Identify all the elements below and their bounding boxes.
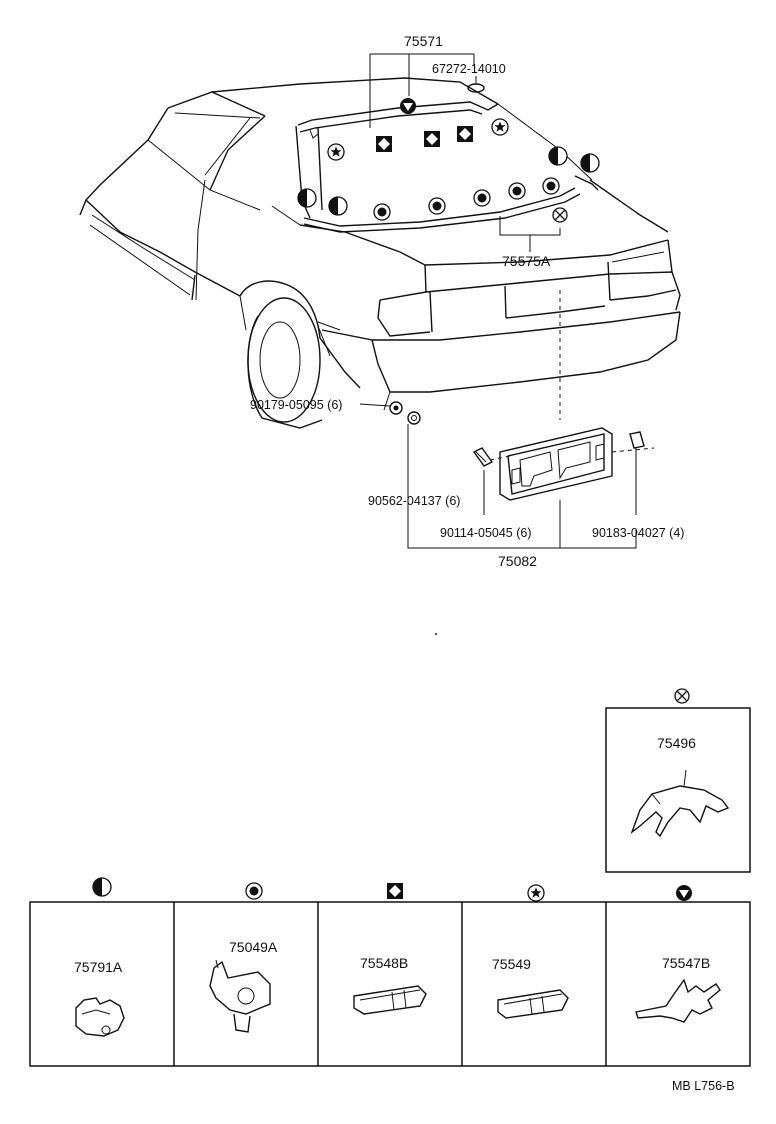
inset-75496: 75496 <box>605 688 751 873</box>
diamond-in-square-icon <box>376 136 392 152</box>
label-75548B: 75548B <box>360 955 408 971</box>
diamond-in-square-icon <box>424 131 440 147</box>
label-75496: 75496 <box>657 735 696 751</box>
dotted-circle-icon <box>373 203 391 221</box>
half-filled-circle-icon <box>297 188 317 208</box>
label-90114-05045: 90114-05045 (6) <box>440 526 532 540</box>
down-triangle-circle-icon <box>400 98 416 114</box>
diamond-in-square-icon <box>387 883 403 899</box>
dotted-circle-icon <box>542 177 560 195</box>
down-triangle-circle-icon <box>676 885 692 901</box>
parts-strip: 75791A 75049A 75548B 75549 75547B <box>29 877 751 1067</box>
half-filled-circle-icon <box>548 146 568 166</box>
label-75049A: 75049A <box>229 939 278 955</box>
star-circle-icon <box>327 143 345 161</box>
star-circle-icon <box>491 118 509 136</box>
diamond-in-square-icon <box>457 126 473 142</box>
car-body-drawing <box>79 77 681 429</box>
label-75082: 75082 <box>498 553 537 569</box>
half-filled-circle-icon <box>328 196 348 216</box>
footer-code: MB L756-B <box>672 1079 735 1093</box>
hardware-drawing <box>389 401 645 501</box>
dotted-circle-icon <box>245 882 263 900</box>
dotted-circle-icon <box>508 182 526 200</box>
dotted-circle-icon <box>473 189 491 207</box>
clip-symbols <box>297 98 600 223</box>
label-75791A: 75791A <box>74 959 123 975</box>
label-90179-05095: 90179-05095 (6) <box>250 398 342 412</box>
half-filled-circle-icon <box>92 877 112 897</box>
label-90562-04137: 90562-04137 (6) <box>368 494 460 508</box>
label-75575A: 75575A <box>502 253 551 269</box>
label-75549: 75549 <box>492 956 531 972</box>
dotted-circle-icon <box>428 197 446 215</box>
label-67272-14010: 67272-14010 <box>432 62 506 76</box>
label-75547B: 75547B <box>662 955 710 971</box>
cross-circle-icon <box>552 207 568 223</box>
cross-circle-icon <box>674 688 690 704</box>
label-75571: 75571 <box>404 33 443 49</box>
leader-lines <box>359 53 655 549</box>
star-circle-icon <box>527 884 545 902</box>
label-90183-04027: 90183-04027 (4) <box>592 526 684 540</box>
half-filled-circle-icon <box>580 153 600 173</box>
